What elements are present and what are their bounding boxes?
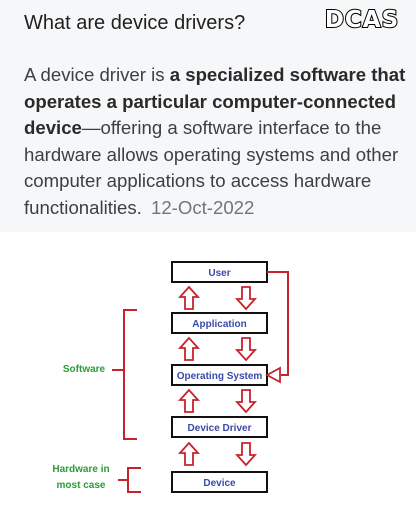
layer-application-box [171, 312, 268, 334]
answer-text-part-2: —offering a software interface to the ha… [24, 117, 399, 218]
layer-application-label: Application [192, 319, 246, 330]
answer-text-part-1: A device driver is [24, 64, 170, 85]
layer-operating-system-label: Operating System [177, 371, 263, 382]
hardware-bracket [118, 467, 141, 493]
hardware-label-line-1: Hardware in [52, 464, 109, 475]
layer-application: Application [171, 312, 268, 334]
device-driver-diagram: User Application Operating System Device… [52, 261, 289, 493]
software-label: Software [63, 364, 106, 375]
up-arrow-icon [179, 389, 199, 413]
answer-text: A device driver is a specialized softwar… [24, 62, 408, 222]
down-arrow-icon [236, 442, 256, 466]
answer-panel: What are device drivers? DCAS A device d… [0, 0, 416, 232]
layer-device: Device [171, 471, 268, 493]
layer-operating-system: Operating System [171, 364, 268, 386]
down-arrow-icon [236, 337, 256, 361]
question-heading: What are device drivers? [24, 12, 246, 34]
up-arrow-icon [179, 442, 199, 466]
layer-device-driver: Device Driver [171, 416, 268, 438]
down-arrow-icon [236, 286, 256, 310]
hardware-label-line-2: most case [57, 480, 106, 491]
up-arrow-icon [179, 337, 199, 361]
layer-user-label: User [208, 268, 230, 279]
answer-date: 12-Oct-2022 [151, 196, 255, 218]
layer-device-label: Device [203, 478, 236, 489]
down-arrow-icon [236, 389, 256, 413]
user-to-os-bypass-arrow [265, 271, 289, 384]
software-bracket [112, 309, 137, 440]
answer-text-bold: a specialized software that operates a p… [24, 64, 406, 139]
layer-device-box [171, 471, 268, 493]
dcas-logo-text: DCAS [325, 7, 399, 32]
layer-user: User [171, 261, 268, 283]
layer-device-driver-box [171, 416, 268, 438]
up-arrow-icon [179, 286, 199, 310]
layer-device-driver-label: Device Driver [188, 423, 252, 434]
dcas-logo: DCAS [324, 6, 399, 32]
